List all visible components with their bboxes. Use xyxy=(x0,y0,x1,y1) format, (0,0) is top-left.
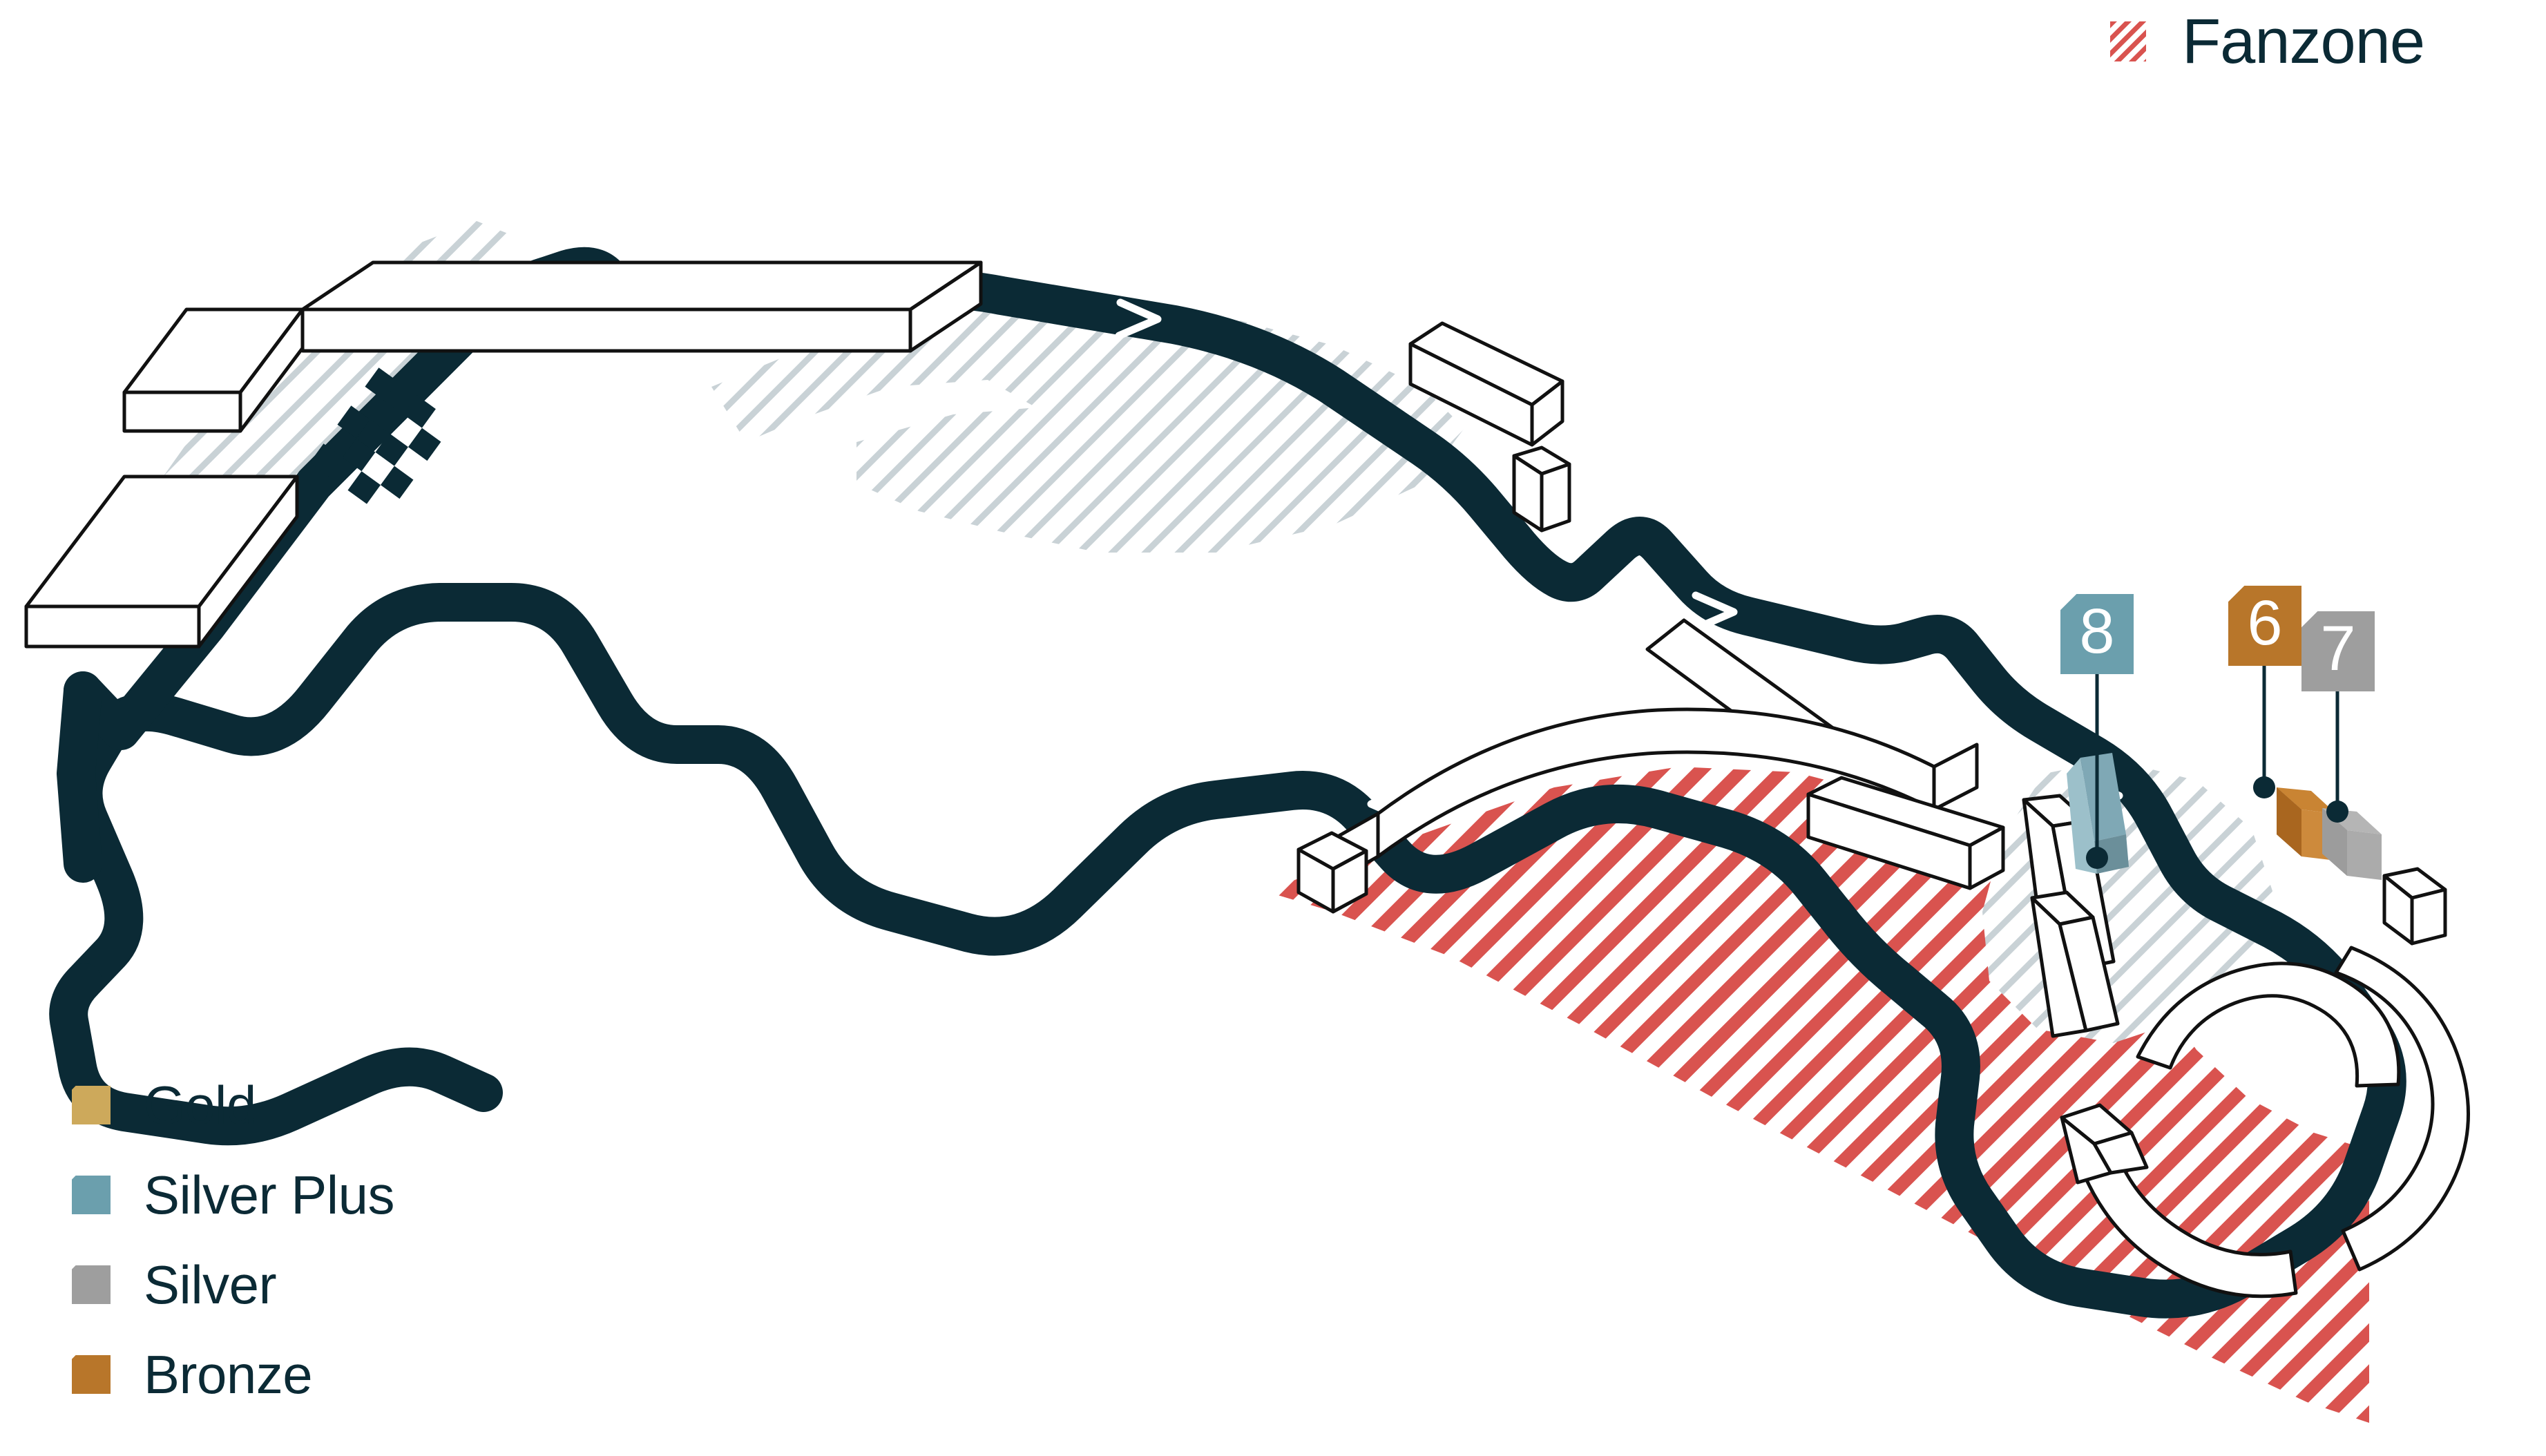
legend-swatch-bronze xyxy=(72,1355,111,1394)
grandstand-building xyxy=(1296,831,1368,914)
legend-label-silver: Silver xyxy=(144,1254,277,1315)
grandstand-marker-8[interactable]: 8 xyxy=(2060,594,2134,674)
leader-dot-7 xyxy=(2326,801,2348,823)
grandstand-marker-6-number: 6 xyxy=(2247,588,2283,658)
marker-leader-lines xyxy=(2095,666,2339,858)
leader-dot-6 xyxy=(2253,776,2275,798)
legend-label-gold: Gold xyxy=(144,1075,256,1136)
legend-swatch-silver xyxy=(72,1265,111,1304)
legend-label-silver-plus: Silver Plus xyxy=(144,1165,394,1225)
grandstand-building xyxy=(2382,867,2447,946)
legend-item-silver-plus[interactable]: Silver Plus xyxy=(72,1163,394,1227)
direction-arrow-icon xyxy=(1115,298,1162,340)
diagonal-hatch-swatch xyxy=(2109,21,2146,61)
legend-label-bronze: Bronze xyxy=(144,1344,313,1405)
curved-grandstand xyxy=(2334,946,2470,1272)
grandstand-marker-8-number: 8 xyxy=(2079,596,2115,667)
direction-arrow-icon xyxy=(1692,591,1738,633)
fanzone-legend: Fanzone xyxy=(2109,6,2425,77)
curved-grandstand xyxy=(2136,961,2401,1088)
grandstand-building xyxy=(1806,776,2005,890)
legend-swatch-gold xyxy=(72,1086,111,1124)
fanzone-legend-label: Fanzone xyxy=(2181,6,2425,77)
buildings xyxy=(24,260,2470,1299)
grandstand-building xyxy=(300,260,983,353)
marker-dots xyxy=(2086,776,2348,869)
direction-arrow-icon xyxy=(654,789,700,830)
legend-item-gold[interactable]: Gold xyxy=(72,1073,394,1137)
curved-grandstand xyxy=(2083,1157,2298,1299)
start-finish-line xyxy=(309,367,441,504)
grandstand-building xyxy=(24,475,299,649)
legend-swatch-silver-plus xyxy=(72,1176,111,1214)
grandstand-building xyxy=(1512,446,1571,533)
grandstand-marker-7-number: 7 xyxy=(2320,613,2356,684)
legend-item-bronze[interactable]: Bronze xyxy=(72,1343,394,1406)
grandstand-building xyxy=(2030,890,2120,1038)
leader-dot-8 xyxy=(2086,847,2108,869)
category-legend: Gold Silver Plus Silver Bronze xyxy=(72,1073,394,1406)
legend-item-silver[interactable]: Silver xyxy=(72,1253,394,1316)
grandstand-marker-7[interactable]: 7 xyxy=(2301,611,2375,691)
grandstand-marker-6[interactable]: 6 xyxy=(2228,586,2301,666)
grandstand-building xyxy=(1408,321,1564,447)
grandstand-building xyxy=(2060,1103,2149,1185)
circuit-track xyxy=(49,247,2406,1319)
